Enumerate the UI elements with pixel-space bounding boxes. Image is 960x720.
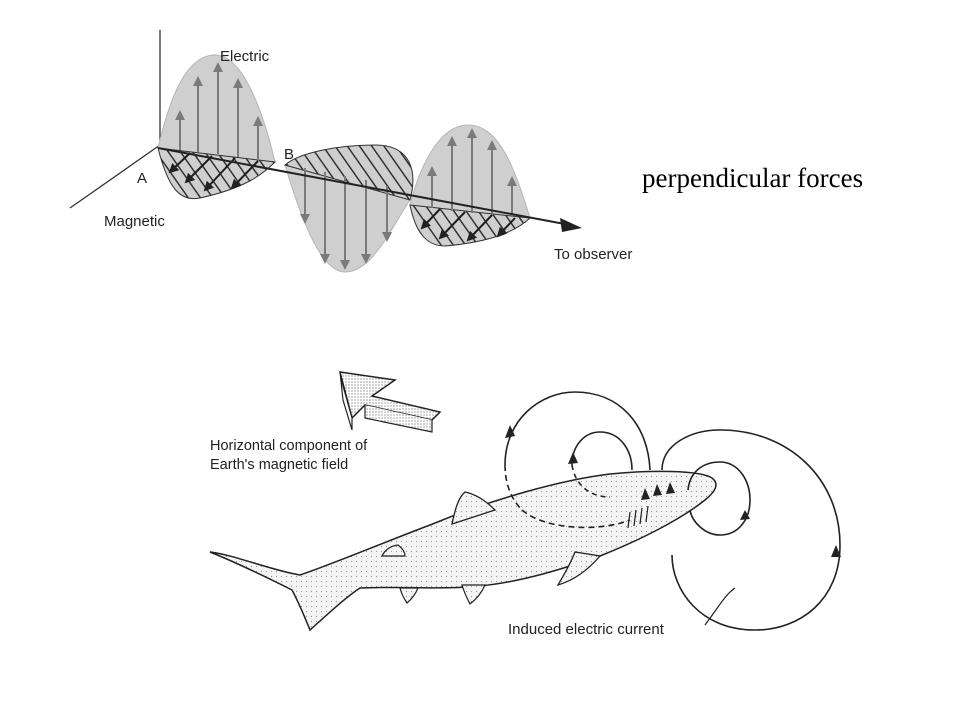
electric-arrows-2 [300, 168, 392, 270]
electric-arrows-3 [427, 128, 517, 217]
point-a-label: A [137, 170, 148, 187]
shark-second-dorsal-fin [381, 544, 406, 557]
magnetic-axis [69, 144, 161, 209]
observer-arrowhead [560, 218, 582, 232]
field-label-line2: Earth's magnetic field [210, 457, 349, 473]
point-b-label: B [284, 146, 295, 163]
electric-lobe-1 [157, 54, 276, 163]
electric-arrows-1 [175, 62, 263, 160]
induced-current-label: Induced electric current [508, 621, 664, 638]
electric-lobe-3 [409, 124, 531, 219]
magnetic-label: Magnetic [104, 213, 165, 230]
field-label-line1: Horizontal component of [210, 438, 368, 454]
current-leader-line [704, 587, 736, 626]
to-observer-label: To observer [554, 246, 633, 263]
shark-pelvic-fin [461, 584, 486, 605]
electric-label: Electric [220, 48, 270, 65]
field-direction-arrow [338, 371, 442, 433]
magnetic-lobe-2 [283, 144, 414, 201]
side-caption: perpendicular forces [642, 163, 864, 193]
magnetic-arrows [168, 152, 516, 242]
magnetic-lobe-1 [157, 147, 277, 200]
shark-pectoral-fin [556, 551, 602, 587]
shark-dorsal-fin [451, 491, 497, 525]
induced-current-loops [504, 391, 841, 631]
propagation-axis [157, 147, 571, 226]
shark-anal-fin [399, 587, 419, 604]
